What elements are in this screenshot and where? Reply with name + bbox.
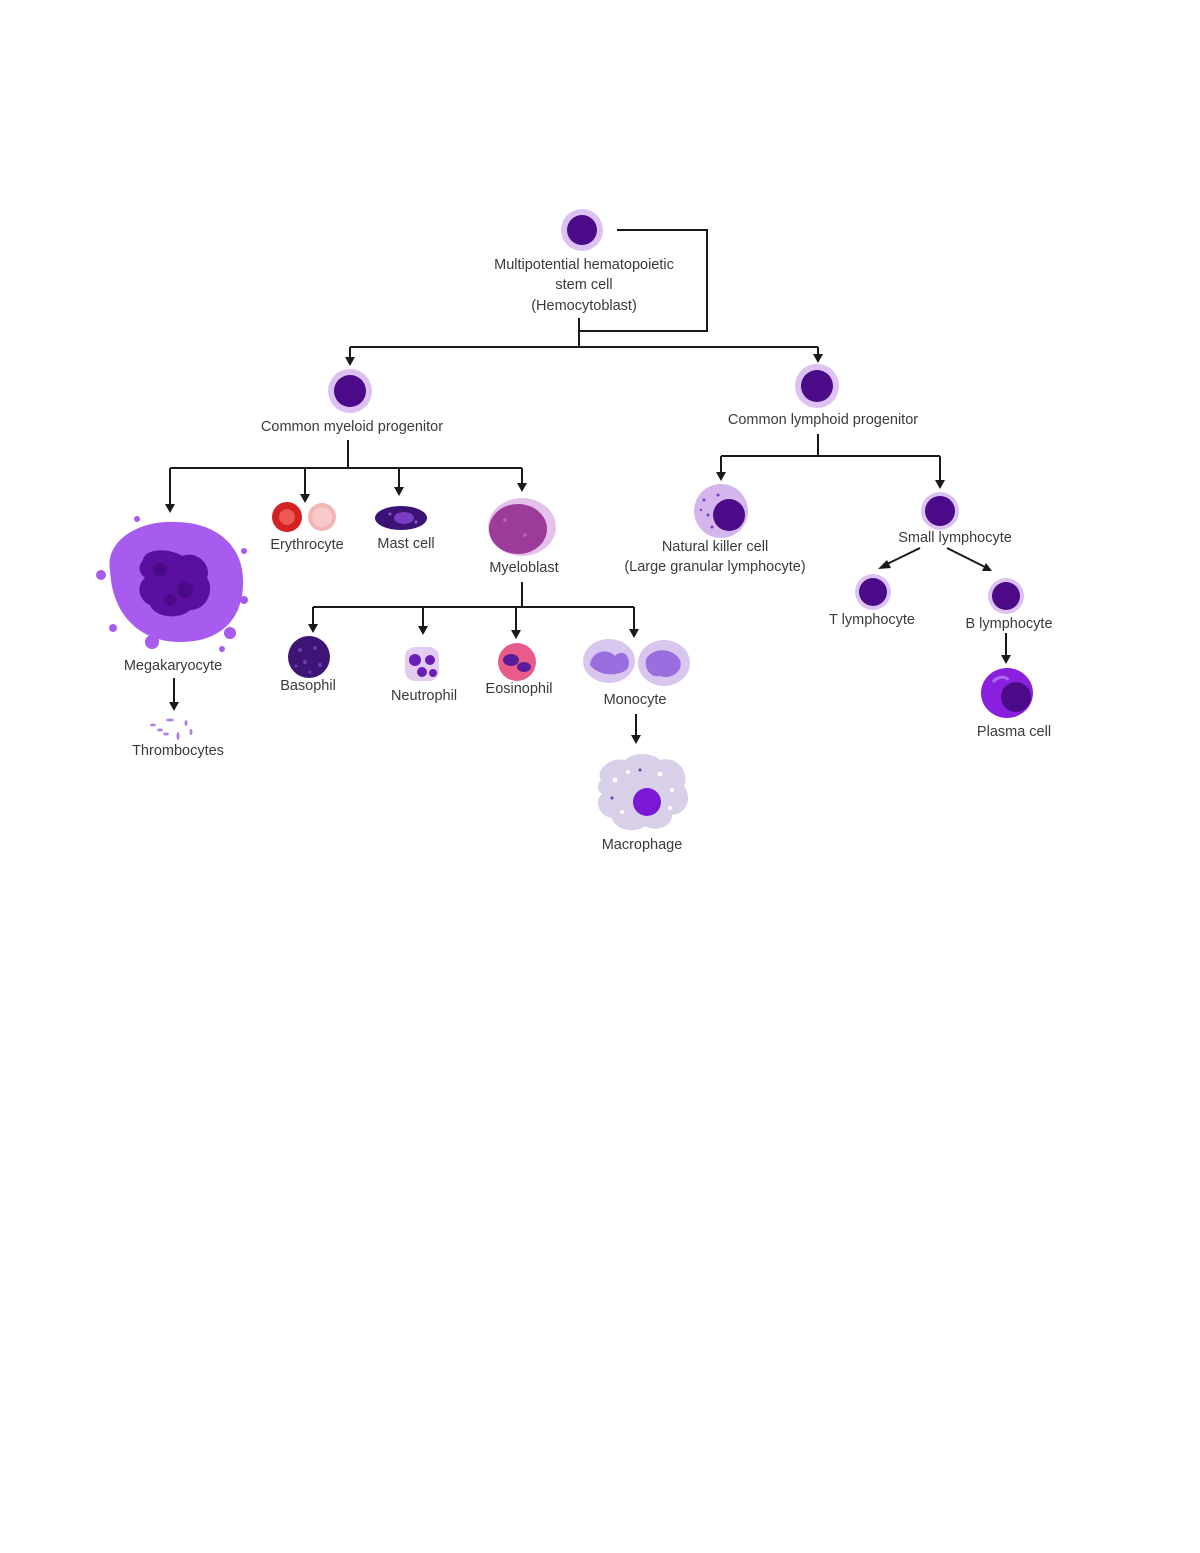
megakaryocyte-label: Megakaryocyte — [124, 658, 222, 674]
to-mast-arrow — [394, 487, 404, 496]
basophil-label: Basophil — [280, 678, 336, 694]
to-monocyte-arrow — [629, 629, 639, 638]
mast-cell-icon — [375, 506, 427, 530]
stem-cell-icon — [561, 209, 603, 251]
thrombocytes-icon — [150, 718, 193, 740]
to-t-lymph-line — [884, 547, 921, 566]
to-erythrocyte-arrow — [300, 494, 310, 503]
to-basophil-arrow — [308, 624, 318, 633]
to-thrombocytes-arrow — [169, 702, 179, 711]
to-t-lymph-arrow — [878, 560, 891, 569]
megakaryocyte-icon — [96, 516, 248, 652]
eosinophil-label: Eosinophil — [486, 681, 553, 697]
to-macrophage-arrow — [631, 735, 641, 744]
to-eosinophil-arrow — [511, 630, 521, 639]
to-myeloid-arrow — [345, 357, 355, 366]
neutrophil-label: Neutrophil — [391, 688, 457, 704]
nk-cell-icon — [694, 484, 748, 538]
eosinophil-icon — [498, 643, 536, 681]
to-myeloblast-arrow — [517, 483, 527, 492]
to-megakaryocyte-arrow — [165, 504, 175, 513]
t-lymphocyte-label: T lymphocyte — [829, 612, 915, 628]
myeloblast-label: Myeloblast — [489, 560, 558, 576]
b-lymphocyte-label: B lymphocyte — [965, 616, 1052, 632]
to-b-lymph-line — [946, 547, 986, 568]
erythrocyte-icon — [272, 502, 336, 532]
monocyte-icon — [583, 639, 690, 686]
myeloid-progenitor-label: Common myeloid progenitor — [261, 419, 443, 435]
to-lymphoid-arrow — [813, 354, 823, 363]
b-lymphocyte-icon — [988, 578, 1024, 614]
neutrophil-icon — [405, 647, 439, 681]
thrombocytes-label: Thrombocytes — [132, 743, 224, 759]
erythrocyte-label: Erythrocyte — [270, 537, 343, 553]
connectors — [165, 229, 1011, 744]
stem-cell-label-line3: (Hemocytoblast) — [531, 298, 637, 314]
small-lymphocyte-label: Small lymphocyte — [898, 530, 1012, 546]
basophil-icon — [288, 636, 330, 678]
stem-cell-label-line1: Multipotential hematopoietic — [494, 257, 674, 273]
plasma-cell-label: Plasma cell — [977, 724, 1051, 740]
nk-cell-label-line2: (Large granular lymphocyte) — [624, 559, 805, 575]
to-nk-arrow — [716, 472, 726, 481]
to-b-lymph-arrow — [982, 563, 992, 571]
lymphoid-progenitor-label: Common lymphoid progenitor — [728, 412, 918, 428]
labels: Multipotential hematopoietic stem cell (… — [124, 257, 1053, 853]
to-small-lymph-arrow — [935, 480, 945, 489]
small-lymphocyte-icon — [921, 492, 959, 530]
to-neutrophil-arrow — [418, 626, 428, 635]
myeloid-progenitor-icon — [328, 369, 372, 413]
t-lymphocyte-icon — [855, 574, 891, 610]
macrophage-icon — [597, 754, 689, 831]
macrophage-label: Macrophage — [602, 837, 683, 853]
nk-cell-label-line1: Natural killer cell — [662, 539, 768, 555]
plasma-cell-icon — [981, 668, 1033, 718]
myeloblast-icon — [488, 498, 556, 556]
mast-cell-label: Mast cell — [377, 536, 434, 552]
to-plasma-arrow — [1001, 655, 1011, 664]
lymphoid-progenitor-icon — [795, 364, 839, 408]
stem-cell-label-line2: stem cell — [555, 277, 612, 293]
monocyte-label: Monocyte — [604, 692, 667, 708]
